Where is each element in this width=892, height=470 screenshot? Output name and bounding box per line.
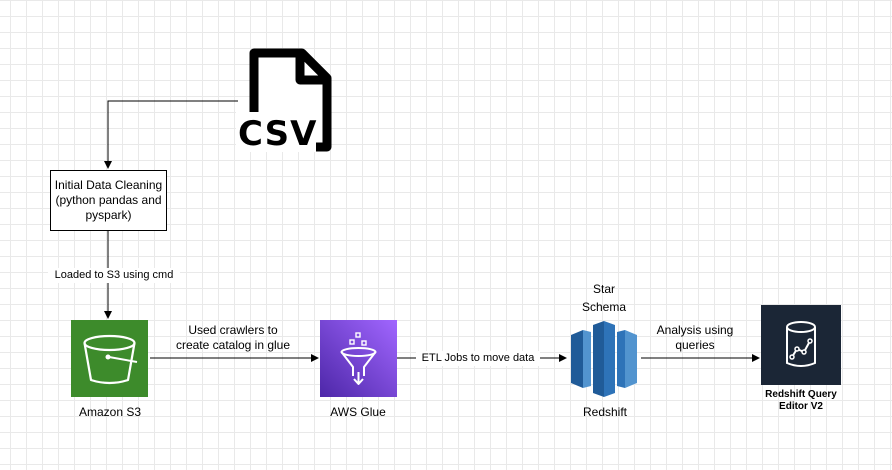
query-editor-icon [786, 321, 816, 367]
csv-file-icon: CSV [236, 48, 332, 154]
query-editor-label: Redshift Query Editor V2 [765, 389, 837, 412]
query-editor-node [761, 305, 841, 385]
data-cleaning-text: Initial Data Cleaning (python pandas and… [54, 178, 163, 222]
redshift-node [569, 321, 639, 397]
amazon-s3-node [71, 320, 148, 397]
data-cleaning-box: Initial Data Cleaning (python pandas and… [50, 170, 167, 231]
redshift-icon [571, 321, 637, 397]
s3-bucket-icon [83, 334, 138, 385]
aws-glue-label: AWS Glue [330, 405, 386, 419]
crawl-edge-label: Used crawlers to create catalog in glue [175, 323, 291, 352]
aws-glue-node [320, 320, 397, 397]
csv-label: CSV [238, 114, 318, 154]
load-edge-label: Loaded to S3 using cmd [48, 268, 180, 283]
csv-to-cleaning-arrow [104, 100, 238, 169]
star-schema-label: Star Schema [581, 282, 627, 314]
glue-funnel-icon [340, 332, 377, 385]
etl-edge-label: ETL Jobs to move data [416, 351, 540, 366]
amazon-s3-label: Amazon S3 [78, 405, 142, 419]
redshift-label: Redshift [582, 405, 628, 419]
analysis-edge-label: Analysis using queries [656, 323, 734, 352]
